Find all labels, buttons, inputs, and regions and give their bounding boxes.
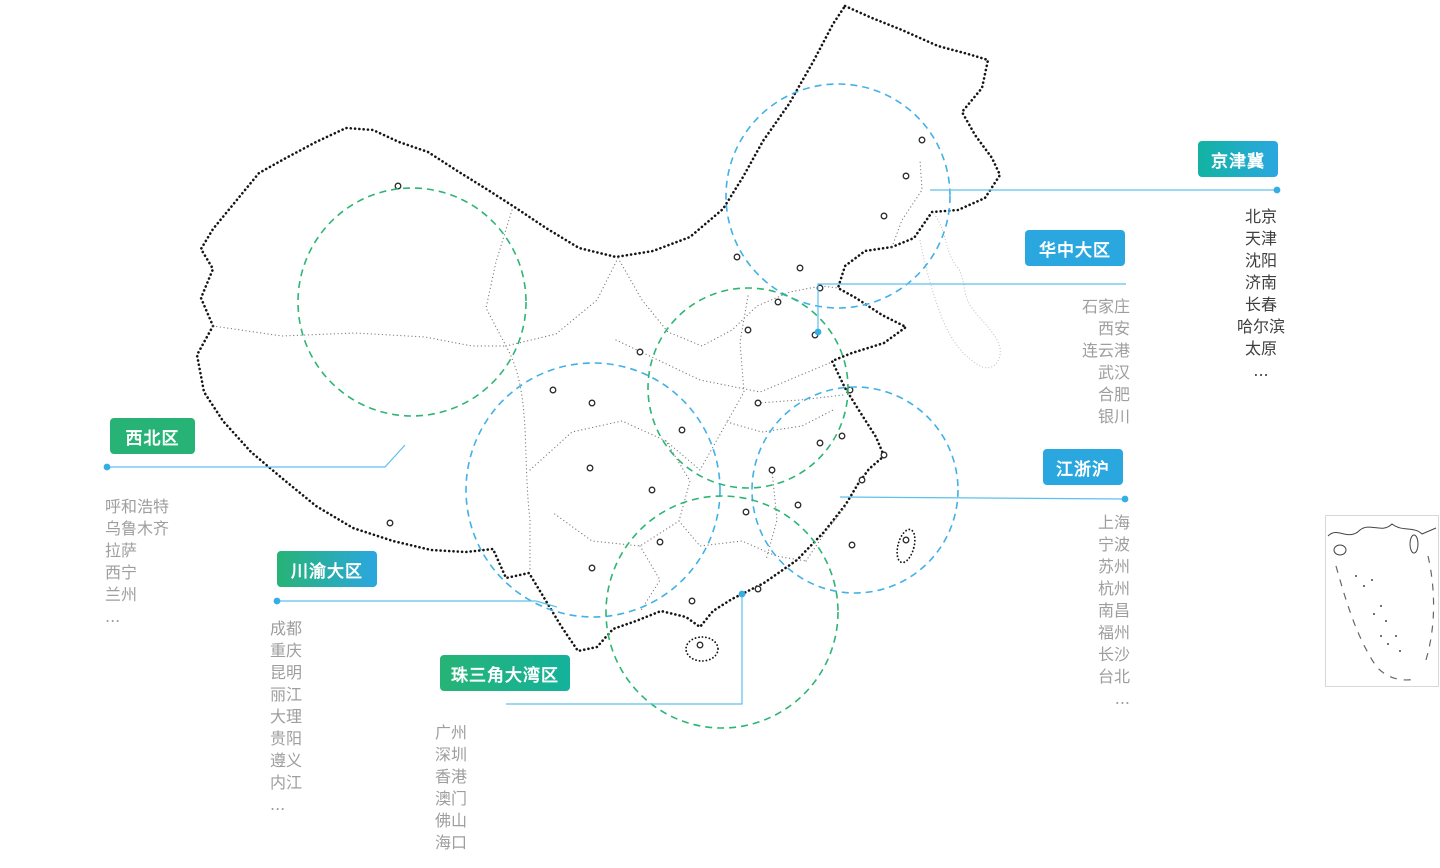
city-item: 太原: [1244, 339, 1277, 358]
hainan-island: [685, 636, 719, 662]
city-item: 大理: [270, 707, 303, 726]
city-item: 济南: [1244, 273, 1277, 292]
circle-chuanyu: [465, 362, 721, 618]
city-item: 澳门: [435, 789, 468, 808]
city-list-ellipsis: ...: [270, 795, 286, 814]
city-item: 南昌: [1097, 601, 1130, 620]
city-item: 兰州: [105, 585, 138, 604]
city-item: 西宁: [105, 563, 138, 582]
city-list-xibei: 呼和浩特 乌鲁木齐 拉萨 西宁 兰州 ...: [105, 496, 205, 628]
circle-xibei: [297, 187, 527, 417]
region-tag-jingjinji[interactable]: 京津冀: [1198, 141, 1278, 177]
city-list-ellipsis: ...: [1114, 689, 1130, 708]
city-item: 内江: [270, 773, 303, 792]
city-list-ellipsis: ...: [105, 607, 121, 626]
city-list-jiangzhehu: 上海 宁波 苏州 杭州 南昌 福州 长沙 台北 ...: [1030, 512, 1130, 710]
city-list-huazhong: 石家庄 西安 连云港 武汉 合肥 银川: [1030, 296, 1130, 428]
city-item: 香港: [435, 767, 468, 786]
circle-zhusanjiao: [605, 495, 839, 729]
city-item: 合肥: [1097, 385, 1130, 404]
city-item: 哈尔滨: [1236, 317, 1285, 336]
city-item: 石家庄: [1081, 297, 1130, 316]
circle-jingjinji: [725, 83, 951, 309]
city-item: 遵义: [270, 751, 303, 770]
city-item: 呼和浩特: [105, 497, 170, 516]
city-list-ellipsis: ...: [435, 855, 451, 868]
city-list-ellipsis: ...: [1253, 361, 1269, 380]
city-item: 武汉: [1097, 363, 1130, 382]
city-list-jingjinji: 北京 天津 沈阳 济南 长春 哈尔滨 太原 ...: [1221, 206, 1301, 382]
city-item: 贵阳: [270, 729, 303, 748]
city-item: 乌鲁木齐: [105, 519, 170, 538]
region-tag-chuanyu[interactable]: 川渝大区: [277, 551, 377, 587]
city-item: 北京: [1244, 207, 1277, 226]
city-item: 成都: [270, 619, 303, 638]
city-item: 台北: [1097, 667, 1130, 686]
city-markers: [386, 136, 926, 649]
city-item: 深圳: [435, 745, 468, 764]
city-item: 杭州: [1097, 579, 1130, 598]
region-tag-jiangzhehu[interactable]: 江浙沪: [1043, 449, 1123, 485]
city-item: 宁波: [1097, 535, 1130, 554]
china-outline: [195, 4, 1002, 662]
city-item: 银川: [1097, 407, 1130, 426]
circle-huazhong: [647, 287, 849, 489]
region-tag-zhusanjiao[interactable]: 珠三角大湾区: [440, 655, 570, 691]
city-item: 福州: [1097, 623, 1130, 642]
city-item: 长沙: [1097, 645, 1130, 664]
city-item: 连云港: [1081, 341, 1130, 360]
region-circles: [297, 83, 959, 729]
circle-jiangzhehu: [751, 386, 959, 594]
city-item: 上海: [1097, 513, 1130, 532]
taiwan-island: [896, 528, 916, 564]
city-item: 重庆: [270, 641, 303, 660]
city-item: 苏州: [1097, 557, 1130, 576]
city-item: 佛山: [435, 811, 468, 830]
south-china-sea-inset: [1325, 515, 1439, 687]
region-tag-huazhong[interactable]: 华中大区: [1025, 230, 1125, 266]
city-list-zhusanjiao: 广州 深圳 香港 澳门 佛山 海口 ...: [435, 722, 535, 868]
city-item: 昆明: [270, 663, 303, 682]
city-item: 天津: [1244, 229, 1277, 248]
province-borders: [212, 159, 923, 613]
city-item: 拉萨: [105, 541, 138, 560]
city-item: 丽江: [270, 685, 303, 704]
city-item: 广州: [435, 723, 468, 742]
city-list-chuanyu: 成都 重庆 昆明 丽江 大理 贵阳 遵义 内江 ...: [270, 618, 370, 816]
city-item: 西安: [1097, 319, 1130, 338]
city-item: 海口: [435, 833, 468, 852]
region-tag-xibei[interactable]: 西北区: [110, 418, 195, 454]
foreign-coastline: [919, 213, 1001, 369]
city-item: 长春: [1244, 295, 1277, 314]
city-item: 沈阳: [1244, 251, 1277, 270]
connector-lines: [103, 186, 1281, 705]
south-china-sea-inset-map: [1327, 523, 1437, 681]
